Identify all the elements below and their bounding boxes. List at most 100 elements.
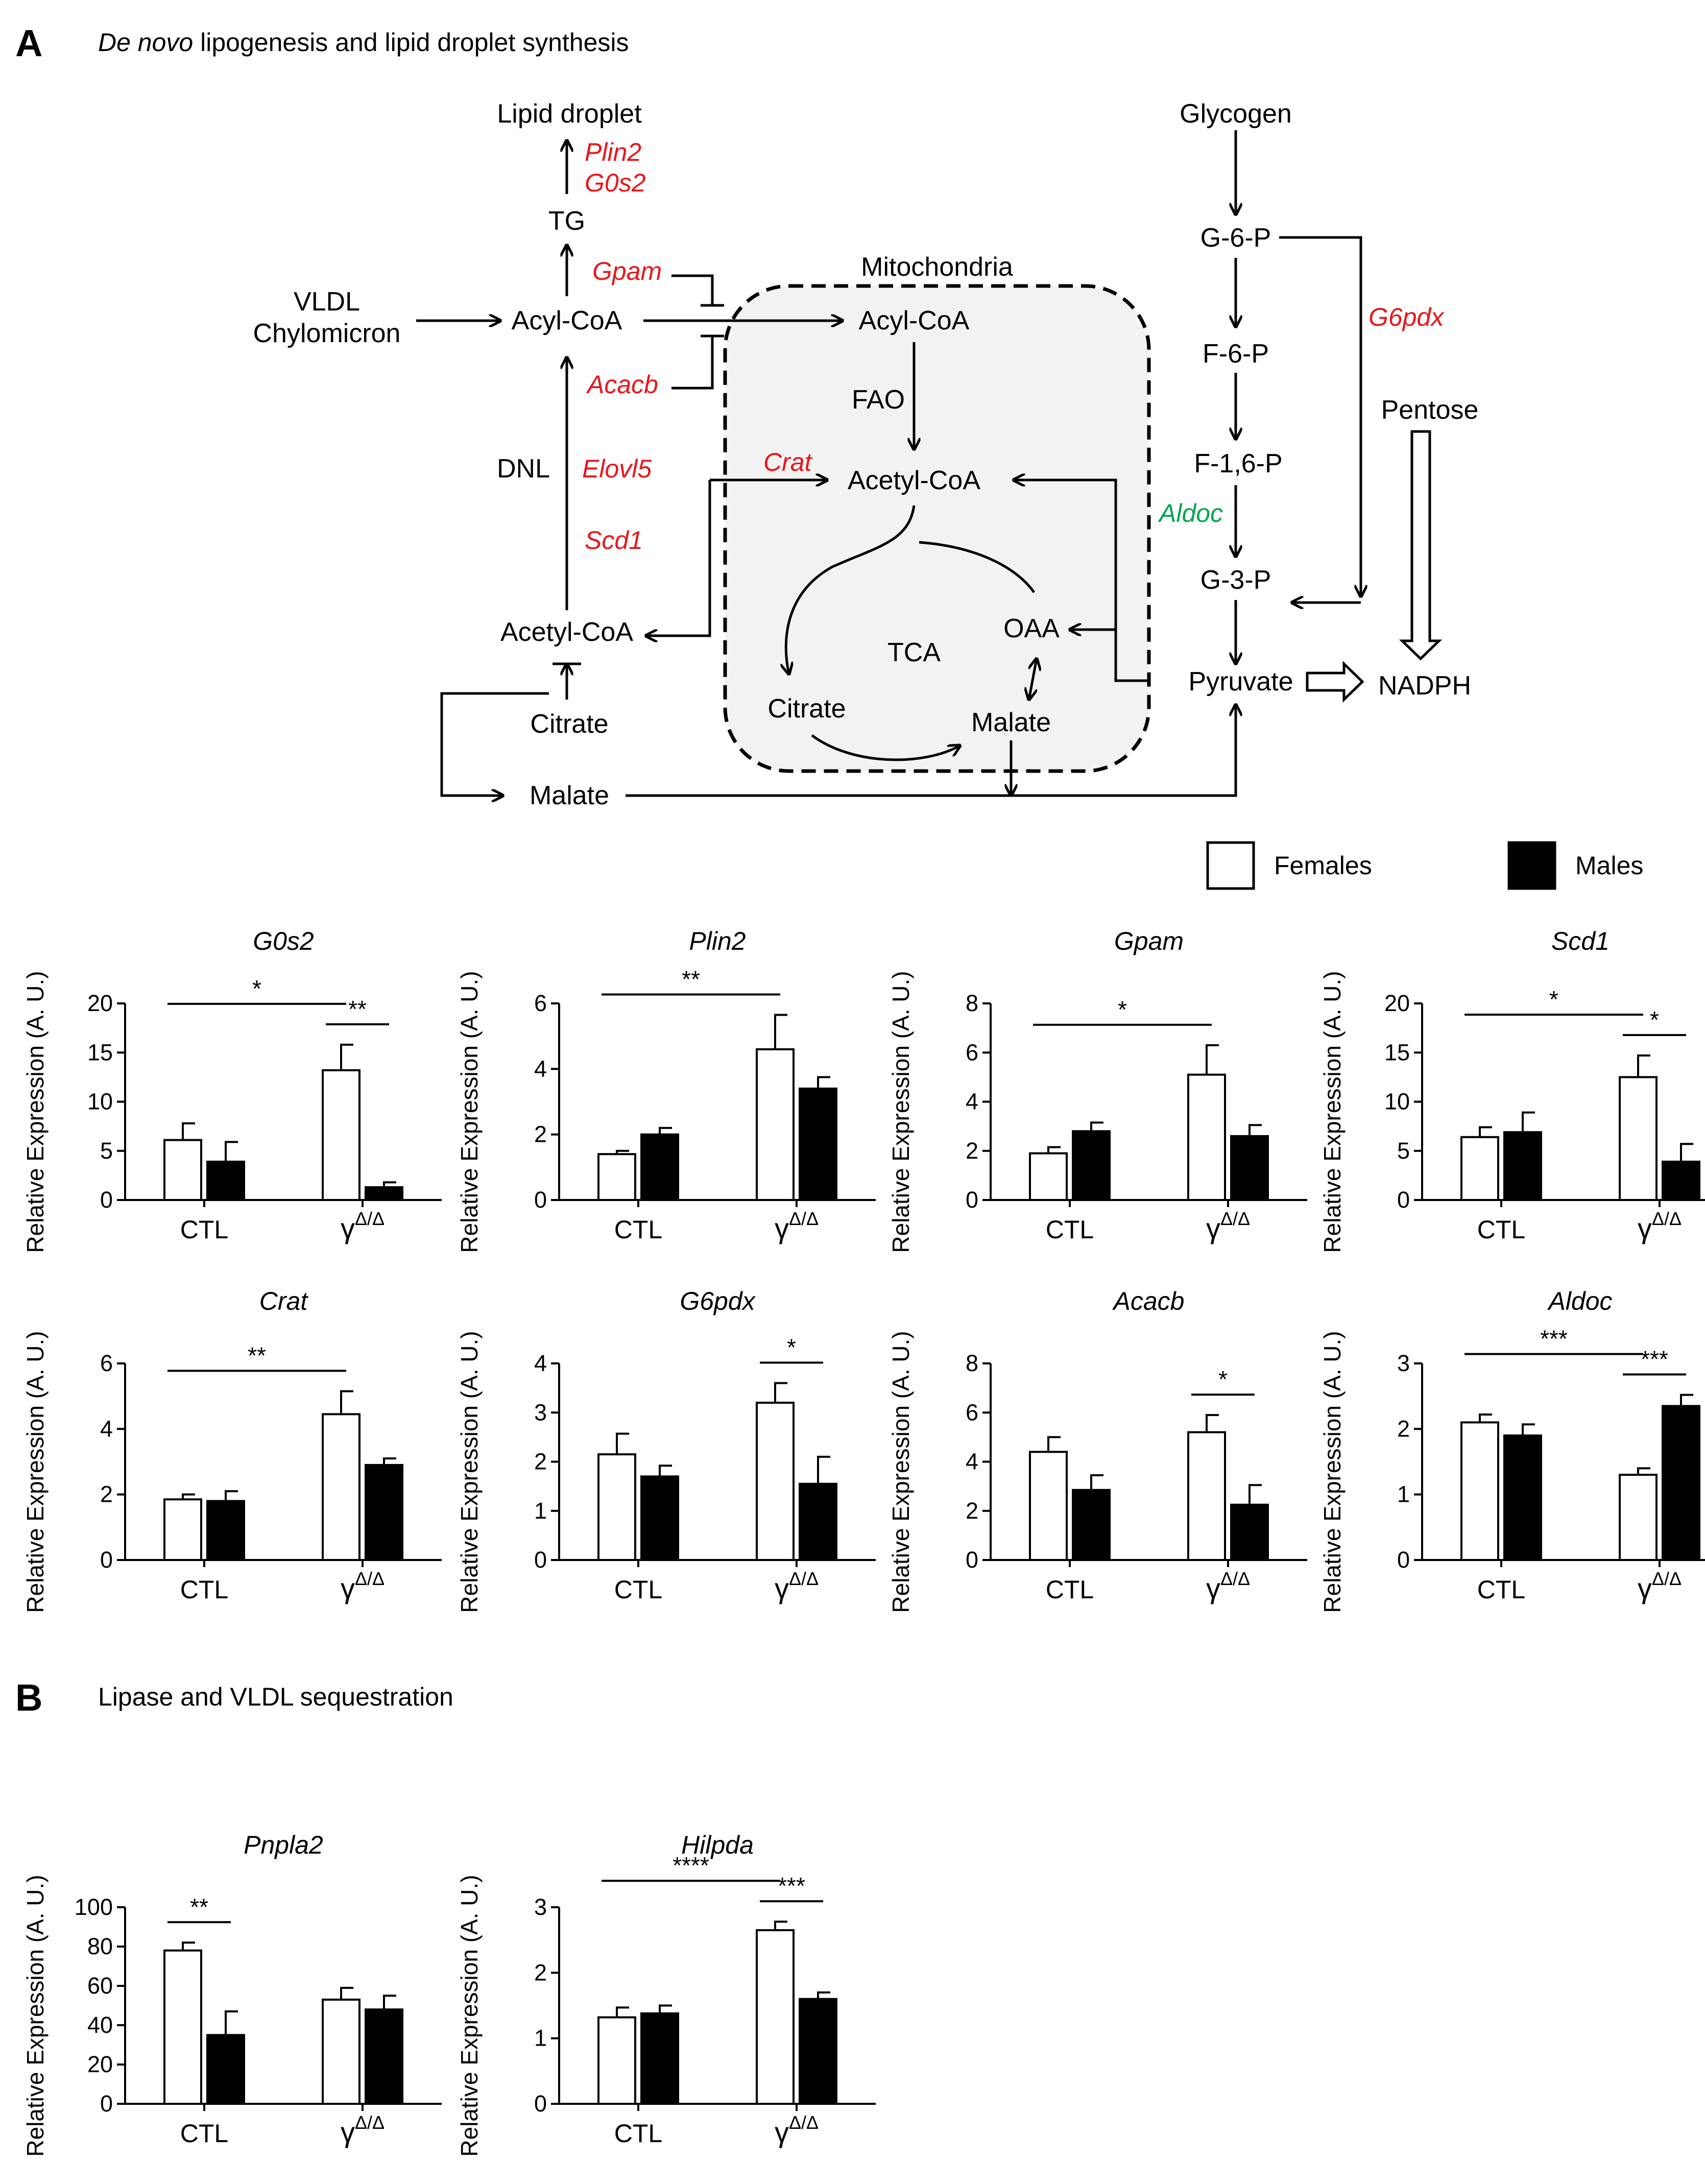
node-citrate-mito: Citrate — [767, 694, 846, 724]
y-tick-label: 5 — [1397, 1138, 1410, 1164]
x-tick-label: CTL — [1046, 1575, 1094, 1604]
bar-female — [1187, 1431, 1226, 1561]
node-acyl-coa: Acyl-CoA — [512, 306, 622, 335]
gene-plin2: Plin2 — [585, 138, 641, 166]
arrow-tca-oaa — [919, 541, 1036, 593]
arrow-malate-pyruvate — [626, 705, 1236, 797]
bar-male — [799, 1998, 837, 2105]
node-chylomicron: Chylomicron — [253, 319, 401, 348]
gene-crat: Crat — [763, 448, 813, 476]
panel-a-title: De novo lipogenesis and lipid droplet sy… — [98, 28, 629, 57]
gene-g6pdx: G6pdx — [1368, 303, 1445, 331]
y-tick-label: 4 — [966, 1089, 978, 1115]
gene-elovl5: Elovl5 — [582, 454, 652, 483]
node-acyl-coa-mito: Acyl-CoA — [859, 306, 970, 335]
bar-male — [365, 1186, 403, 1202]
bar-male — [1662, 1405, 1700, 1562]
significance-label: ** — [190, 1893, 208, 1920]
y-tick-label: 20 — [87, 990, 113, 1016]
significance-label: * — [787, 1334, 796, 1361]
y-tick-label: 10 — [87, 1089, 113, 1115]
x-tick-label: CTL — [614, 1215, 662, 1244]
x-tick-label: CTL — [180, 2119, 228, 2148]
bar-female — [322, 1069, 361, 1201]
arrow-oaa-malate — [1029, 659, 1037, 700]
x-tick-label: γΔ/Δ — [341, 1568, 385, 1604]
bar-male — [1662, 1160, 1700, 1202]
bar-female — [163, 1949, 202, 2105]
node-g6p: G-6-P — [1200, 223, 1271, 253]
bar-female — [163, 1498, 202, 1562]
legend: Females Males — [1206, 841, 1643, 890]
y-tick-label: 1 — [534, 1498, 547, 1524]
y-tick-label: 0 — [534, 1187, 547, 1213]
chart-title: Pnpla2 — [244, 1831, 323, 1859]
x-tick-label: γΔ/Δ — [775, 1568, 819, 1604]
x-tick-label: γΔ/Δ — [1638, 1208, 1682, 1244]
y-axis-label: Relative Expression (A. U.) — [456, 971, 483, 1253]
bar-female — [756, 1048, 795, 1201]
y-tick-label: 4 — [534, 1350, 547, 1376]
node-malate-cyto: Malate — [530, 781, 609, 810]
y-tick-label: 4 — [534, 1055, 547, 1082]
node-dnl: DNL — [497, 454, 550, 484]
y-axis-label: Relative Expression (A. U.) — [887, 1331, 914, 1613]
arrow-pyruvate-nadph — [1306, 661, 1364, 703]
y-axis-label: Relative Expression (A. U.) — [1319, 1331, 1346, 1613]
mitochondria-label: Mitochondria — [861, 252, 1013, 282]
y-axis-label: Relative Expression (A. U.) — [22, 1331, 49, 1613]
significance-label: * — [252, 975, 261, 1002]
chart-title: Acacb — [1112, 1287, 1185, 1315]
chart-title: Scd1 — [1551, 927, 1610, 955]
bar-male — [1503, 1434, 1542, 1562]
bar-male — [206, 1500, 245, 1561]
chart-title: Gpam — [1114, 927, 1184, 955]
node-lipid-droplet: Lipid droplet — [497, 99, 642, 129]
y-axis-label: Relative Expression (A. U.) — [1319, 971, 1346, 1253]
y-tick-label: 80 — [87, 1933, 113, 1959]
x-tick-label: CTL — [614, 1575, 662, 1604]
x-tick-label: γΔ/Δ — [1638, 1568, 1682, 1604]
node-tca: TCA — [887, 638, 941, 667]
node-pyruvate: Pyruvate — [1188, 667, 1293, 697]
bar-female — [1029, 1152, 1068, 1201]
chart-title: Crat — [259, 1287, 309, 1315]
panel-a-title-italic: De novo — [98, 28, 193, 57]
significance-label: * — [1549, 986, 1558, 1013]
y-axis-label: Relative Expression (A. U.) — [22, 971, 49, 1253]
panel-b-letter: B — [15, 1676, 42, 1719]
y-axis-label: Relative Expression (A. U.) — [456, 1875, 483, 2156]
y-tick-label: 6 — [966, 1039, 978, 1065]
significance-label: * — [1650, 1006, 1659, 1033]
x-tick-label: γΔ/Δ — [341, 2112, 385, 2148]
bar-male — [206, 1160, 245, 1202]
x-tick-label: CTL — [180, 1575, 228, 1604]
legend-swatch-male — [1507, 841, 1556, 890]
arrow-tca-citrate — [786, 505, 916, 674]
significance-label: ** — [348, 996, 367, 1022]
chart-title: Aldoc — [1547, 1287, 1612, 1315]
y-tick-label: 6 — [966, 1399, 978, 1425]
x-tick-label: γΔ/Δ — [1206, 1208, 1250, 1244]
gpam-inhibition — [671, 274, 714, 305]
y-tick-label: 20 — [1384, 990, 1410, 1016]
node-acetyl-coa-cyto: Acetyl-CoA — [500, 617, 633, 647]
chart-title: Plin2 — [689, 927, 746, 955]
node-tg: TG — [548, 206, 585, 236]
bar-male — [206, 2034, 245, 2105]
chart-title: Hilpda — [681, 1831, 754, 1859]
gene-scd1: Scd1 — [585, 526, 643, 555]
arrow-pyruvate-acetylcoa — [1014, 480, 1148, 682]
gene-g0s2: G0s2 — [585, 169, 646, 197]
x-tick-label: CTL — [1477, 1575, 1525, 1604]
x-tick-label: γΔ/Δ — [341, 1208, 385, 1244]
bar-male — [1230, 1135, 1269, 1201]
